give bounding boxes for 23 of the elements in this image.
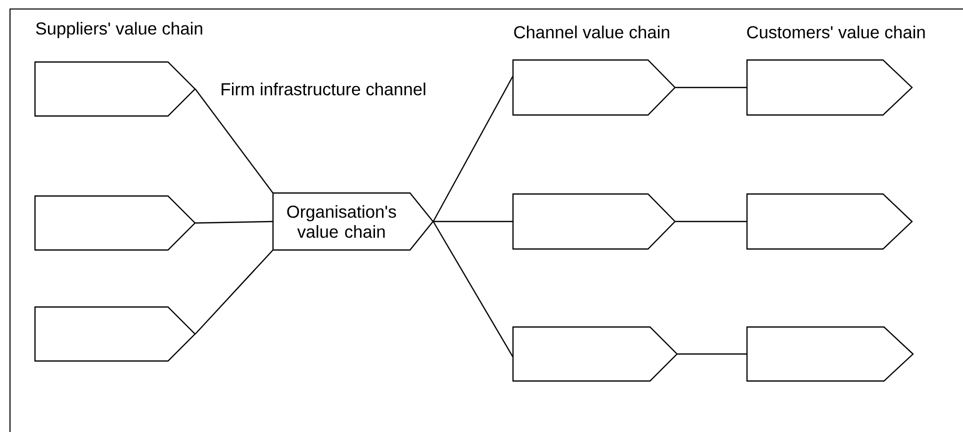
heading-label: Customers' value chain	[747, 26, 925, 38]
empty-arrow-box	[746, 326, 914, 382]
connector-line	[194, 250, 274, 334]
empty-arrow-box	[34, 195, 196, 251]
empty-arrow-box	[746, 193, 913, 250]
empty-arrow-box	[512, 193, 676, 250]
connector-line	[433, 220, 513, 222]
connector-line	[432, 76, 514, 222]
heading-label: Channel value chain	[514, 26, 670, 38]
connector-line	[195, 220, 273, 224]
connector-line	[432, 221, 514, 358]
connector-line	[194, 88, 274, 194]
connector-line	[675, 220, 747, 222]
empty-arrow-box	[34, 61, 196, 117]
empty-arrow-box	[512, 326, 678, 382]
heading-label: Suppliers' value chain	[36, 22, 202, 38]
empty-arrow-box	[512, 59, 676, 116]
heading-label: Firm infrastructure channel	[222, 82, 426, 96]
empty-arrow-box	[746, 59, 913, 116]
chain-arrow-box: Organisation's value chain	[272, 192, 434, 251]
connector-line	[677, 353, 747, 355]
connector-line	[675, 86, 747, 88]
empty-arrow-box	[34, 306, 196, 362]
